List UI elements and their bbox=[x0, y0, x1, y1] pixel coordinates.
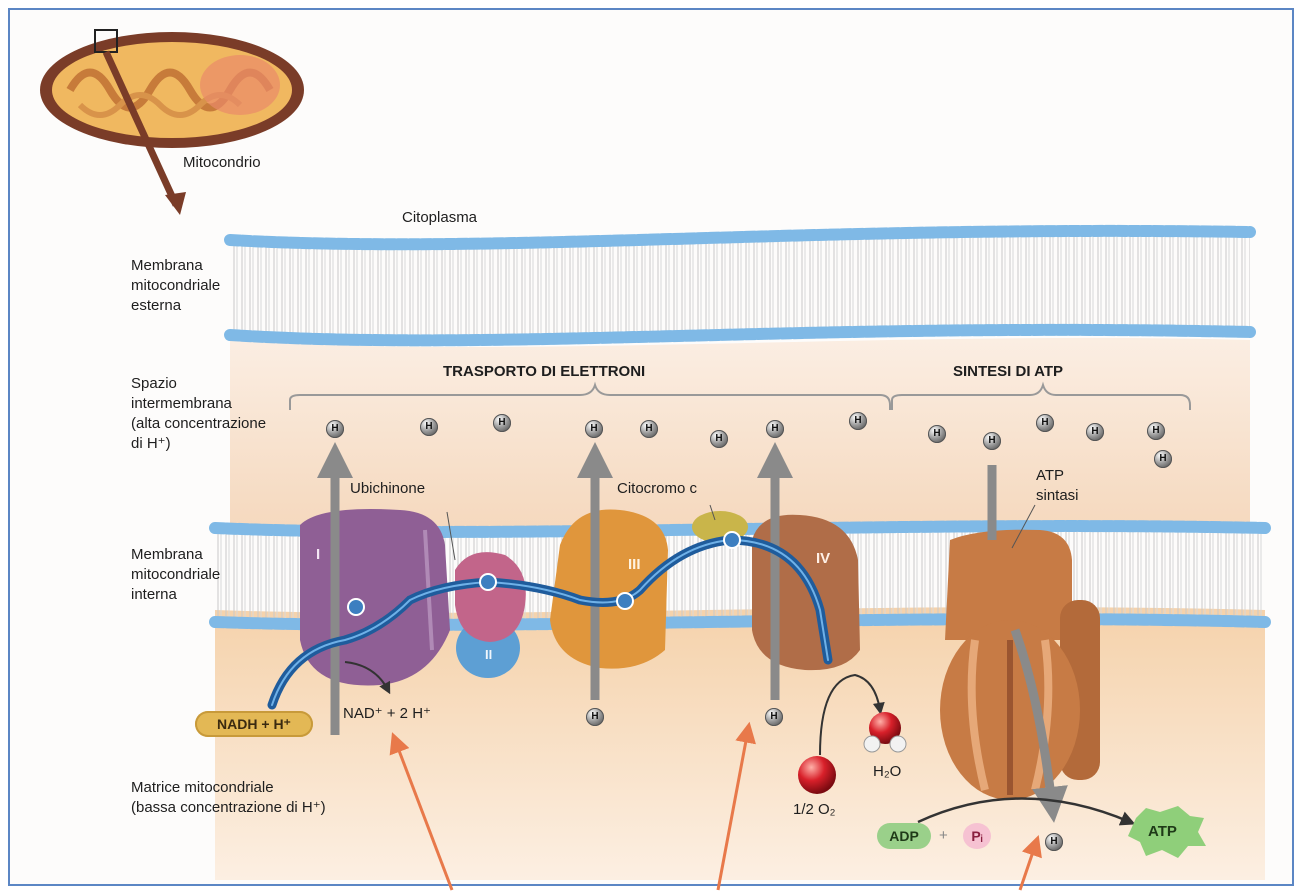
complex-1-label: I bbox=[316, 545, 320, 565]
complex-4-label: IV bbox=[816, 549, 830, 569]
matrix-label: Matrice mitocondriale (bassa concentrazi… bbox=[131, 778, 326, 818]
proton-ion: H bbox=[586, 708, 604, 726]
proton-ion: H bbox=[1154, 450, 1172, 468]
nadh-badge: NADH + H⁺ bbox=[195, 711, 313, 737]
proton-ion: H bbox=[983, 432, 1001, 450]
oxygen-label: 1/2 O₂ bbox=[793, 800, 836, 820]
electron-dot bbox=[617, 593, 633, 609]
phosphate-badge: Pᵢ bbox=[963, 823, 991, 849]
ubiquinone-label: Ubichinone bbox=[350, 479, 425, 499]
atp-synthase-label: ATP sintasi bbox=[1036, 466, 1079, 506]
inner-membrane-label: Membrana mitocondriale interna bbox=[131, 545, 220, 605]
proton-ion: H bbox=[849, 412, 867, 430]
proton-ion: H bbox=[585, 420, 603, 438]
complex-3 bbox=[550, 509, 668, 668]
atp-label: ATP bbox=[1148, 822, 1177, 842]
atp-synthesis-heading: SINTESI DI ATP bbox=[953, 362, 1063, 382]
ubiquinone-protein bbox=[455, 552, 526, 642]
outer-membrane-label: Membrana mitocondriale esterna bbox=[131, 256, 220, 316]
electron-dot bbox=[480, 574, 496, 590]
proton-ion: H bbox=[326, 420, 344, 438]
proton-ion: H bbox=[765, 708, 783, 726]
complex-3-label: III bbox=[628, 555, 641, 575]
proton-ion: H bbox=[928, 425, 946, 443]
nad-label: NAD⁺ + 2 H⁺ bbox=[343, 704, 431, 724]
electron-dot bbox=[348, 599, 364, 615]
proton-ion: H bbox=[640, 420, 658, 438]
proton-ion: H bbox=[1147, 422, 1165, 440]
proton-ion: H bbox=[1086, 423, 1104, 441]
water-label: H₂O bbox=[873, 762, 901, 782]
complex-4 bbox=[752, 515, 860, 670]
outer-membrane bbox=[230, 231, 1250, 340]
oxygen-molecule bbox=[798, 756, 836, 794]
complex-2-label: II bbox=[485, 645, 492, 665]
cytoplasm-label: Citoplasma bbox=[402, 208, 477, 228]
proton-ion: H bbox=[1036, 414, 1054, 432]
proton-ion: H bbox=[766, 420, 784, 438]
electron-dot bbox=[724, 532, 740, 548]
proton-ion: H bbox=[420, 418, 438, 436]
mitochondrion-illustration bbox=[40, 30, 304, 215]
intermembrane-space-label: Spazio intermembrana (alta concentrazion… bbox=[131, 374, 266, 454]
plus-sign: + bbox=[939, 826, 948, 846]
mitochondrion-label: Mitocondrio bbox=[183, 153, 261, 173]
electron-transport-heading: TRASPORTO DI ELETTRONI bbox=[443, 362, 645, 382]
proton-ion: H bbox=[493, 414, 511, 432]
proton-ion: H bbox=[710, 430, 728, 448]
adp-badge: ADP bbox=[877, 823, 931, 849]
cytochrome-c-label: Citocromo c bbox=[617, 479, 697, 499]
proton-ion: H bbox=[1045, 833, 1063, 851]
